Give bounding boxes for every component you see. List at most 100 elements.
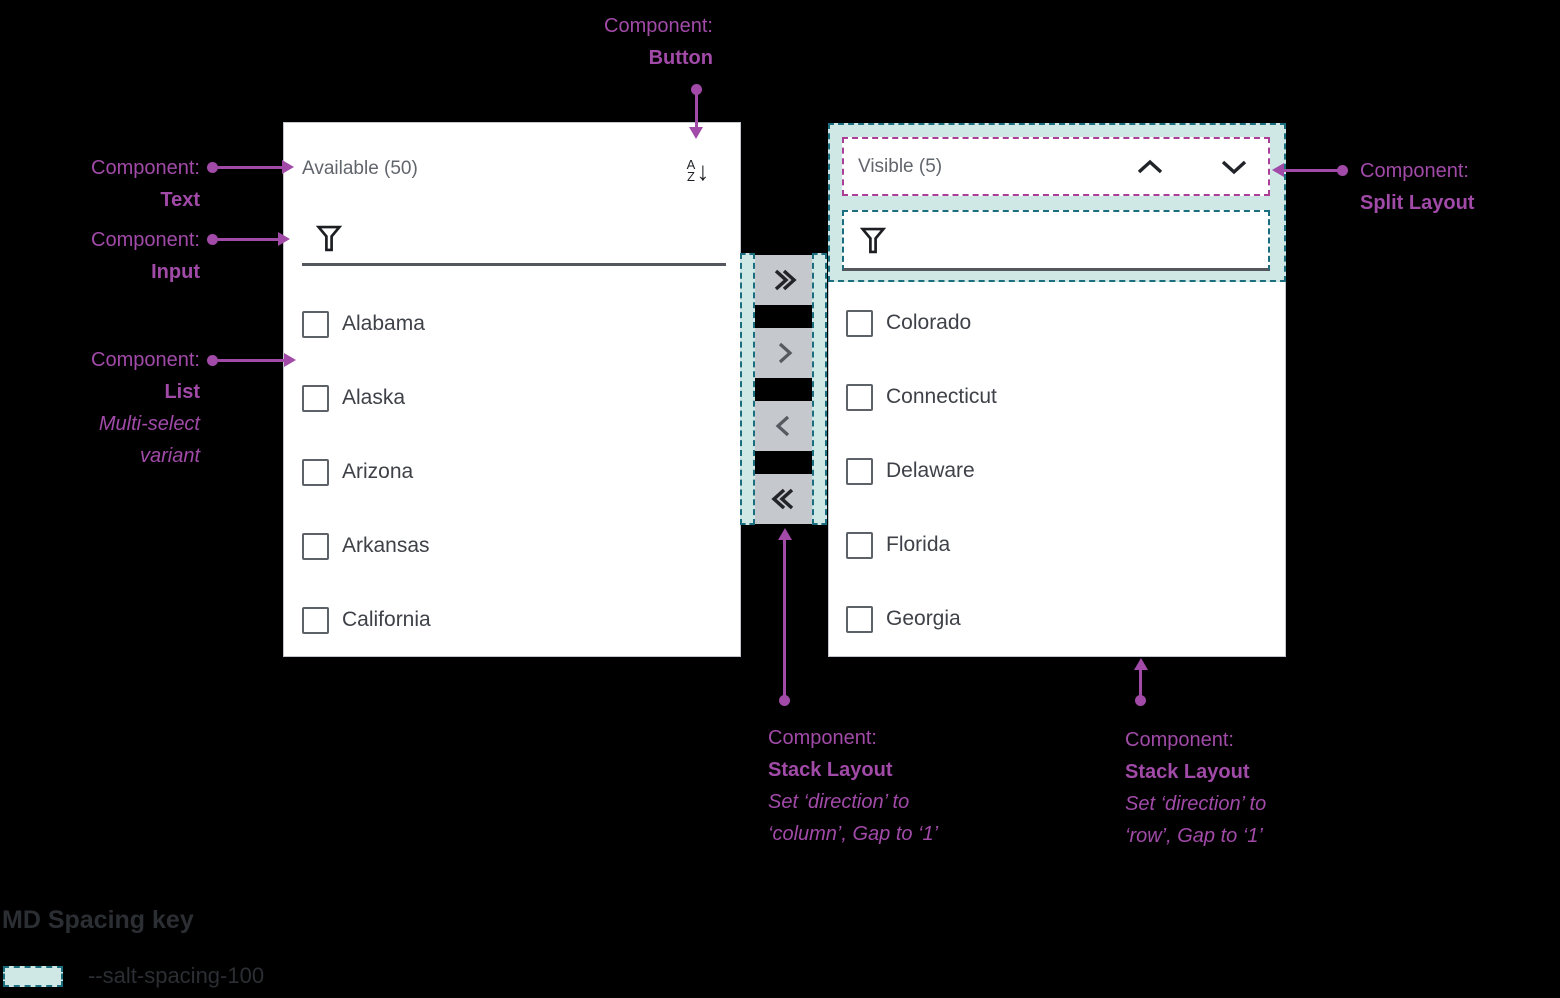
move-down-button[interactable] [1214,152,1254,182]
visible-panel: Visible (5) [828,123,1286,657]
list-item-label: Alaska [342,386,406,409]
annotation-label: Component: [604,15,713,37]
list-item-label: Connecticut [886,385,997,408]
annotation-arrow [691,84,702,95]
sort-az-button[interactable]: A Z ↓ [676,149,720,193]
list-item-label: Arizona [342,460,414,483]
sort-az-icon: A Z ↓ [686,156,710,186]
chevron-down-icon [1221,160,1247,174]
annotation-arrow [1337,165,1348,176]
checkbox[interactable] [302,458,329,486]
chevron-up-icon [1137,159,1163,173]
annotation-arrow [207,162,218,173]
list-item-label: Delaware [886,459,975,482]
annotation-name: Stack Layout [768,759,893,781]
checkbox[interactable] [302,606,329,634]
annotation-arrow [1139,669,1142,697]
move-all-left-button[interactable] [755,474,812,524]
checkbox[interactable] [302,532,329,560]
checkbox[interactable] [846,309,873,337]
annotation-text: Component: Text [0,152,200,216]
checkbox[interactable] [302,384,329,412]
annotation-arrow [284,353,296,367]
annotation-arrow [218,359,284,362]
annotation-input: Component: Input [0,224,200,288]
checkbox[interactable] [846,605,873,633]
visible-list: Colorado Connecticut Delaware Florida Ge… [829,282,1285,658]
annotation-arrow [278,232,290,246]
annotation-name: Stack Layout [1125,761,1250,783]
annotation-name: List [164,381,200,403]
annotation-label: Component: [768,727,877,749]
list-item[interactable]: Connecticut [829,360,1285,434]
list-item-label: Georgia [886,607,961,630]
chevron-left-icon [775,415,789,437]
list-item-label: Arkansas [342,534,430,557]
annotation-name: Text [160,189,200,211]
list-item[interactable]: Georgia [829,582,1285,656]
annotation-note: ‘row’, Gap to ‘1’ [1125,825,1263,847]
available-panel-title: Available (50) [302,158,418,179]
spacing-key-title: MD Spacing key [2,906,194,934]
annotation-label: Component: [91,157,200,179]
available-filter-input[interactable] [302,221,726,266]
annotation-button: Component: Button [463,10,713,74]
list-item[interactable]: Delaware [829,434,1285,508]
checkbox[interactable] [846,531,873,559]
checkbox[interactable] [846,457,873,485]
list-item[interactable]: Alabama [284,287,740,361]
list-item[interactable]: Arkansas [284,509,740,583]
input-underline [302,263,726,266]
move-up-button[interactable] [1130,152,1170,182]
annotation-arrow [218,238,278,241]
list-item[interactable]: Alaska [284,361,740,435]
annotation-arrow [1284,169,1338,172]
annotation-stack-column: Component: Stack Layout Set ‘direction’ … [768,722,938,850]
annotation-label: Component: [91,349,200,371]
annotation-name: Button [648,47,713,69]
annotation-stack-row: Component: Stack Layout Set ‘direction’ … [1125,724,1266,852]
annotation-note: Multi-select [98,413,200,435]
list-item-label: California [342,608,431,631]
list-item[interactable]: Colorado [829,286,1285,360]
visible-panel-header: Visible (5) [842,137,1270,196]
annotation-note: Set ‘direction’ to [1125,793,1267,815]
filter-icon [316,225,342,252]
move-right-button[interactable] [755,328,812,378]
list-item[interactable]: Florida [829,508,1285,582]
annotation-note: Set ‘direction’ to [768,791,910,813]
list-item-label: Colorado [886,311,972,334]
checkbox[interactable] [846,383,873,411]
annotation-note: variant [139,445,200,467]
visible-filter-input[interactable] [842,210,1270,271]
list-item[interactable]: Arizona [284,435,740,509]
annotation-arrow [1272,163,1284,177]
checkbox[interactable] [302,310,329,338]
list-item[interactable]: California [284,583,740,657]
annotation-note: ‘column’, Gap to ‘1’ [768,823,939,845]
double-chevron-left-icon [770,488,793,510]
annotation-split-layout: Component: Split Layout [1360,155,1474,219]
annotation-list: Component: List Multi-select variant [0,344,200,472]
spacing-key-swatch [3,966,63,987]
available-panel: Available (50) A Z ↓ Alabama Alaska [283,122,741,657]
list-item-label: Florida [886,533,951,556]
annotation-arrow [778,528,792,540]
move-left-button[interactable] [755,401,812,451]
spacing-highlight-right [812,253,827,525]
annotation-name: Split Layout [1360,192,1475,214]
annotation-arrow [779,695,790,706]
annotation-label: Component: [1125,729,1234,751]
list-item-label: Alabama [342,312,425,335]
spacing-highlight-left [740,253,755,525]
annotation-arrow [207,234,218,245]
filter-icon [860,227,886,253]
annotation-arrow [689,127,703,139]
spacing-key-token: --salt-spacing-100 [88,963,265,988]
annotation-arrow [207,355,218,366]
annotation-arrow [695,93,698,128]
split-layout-spacing-region: Visible (5) [828,123,1286,282]
annotation-label: Component: [1360,160,1469,182]
move-all-right-button[interactable] [755,255,812,305]
